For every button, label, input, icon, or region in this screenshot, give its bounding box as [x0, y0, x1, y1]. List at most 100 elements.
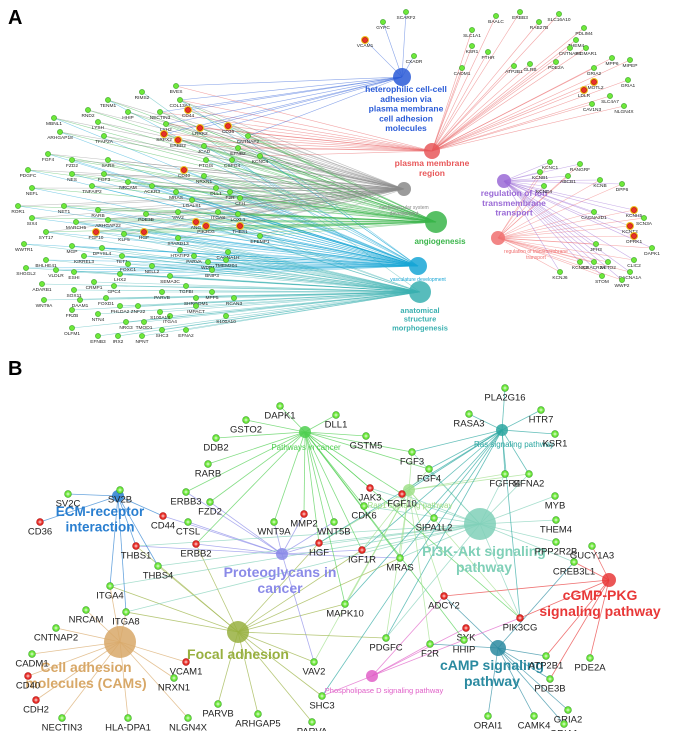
b-gene-label-fgf3: FGF3	[400, 456, 424, 467]
a-gene-label-srpx2: SRPX2	[156, 137, 172, 143]
edge-a-syt17-vasc	[45, 231, 419, 267]
edge-a-amotl2-pmr	[431, 81, 595, 152]
a-gene-label-itga4: ITGA4	[163, 319, 177, 325]
b-gene-label-hgf: HGF	[309, 547, 329, 558]
edge-b-f2r-rap1	[408, 489, 431, 645]
a-gene-label-sema3c: SEMA3C	[160, 279, 180, 285]
edge-a-cacna1h-vasc	[227, 251, 419, 267]
b-gene-core-cdh2	[34, 698, 38, 702]
edge-a-tnfaip2-angio	[91, 185, 437, 223]
edge-a-cacna1a-ion	[503, 180, 631, 273]
edge-a-ptgis-angio	[205, 159, 437, 223]
a-gene-label-fgf10: FGF10	[89, 235, 104, 241]
a-gene-node-nrcam	[125, 179, 131, 185]
a-gene-node-tenm1	[105, 97, 111, 103]
edge-a-olfm1-asm	[71, 291, 421, 329]
a-hub-label-hetero: heterophilic cell-cell	[365, 84, 447, 94]
b-gene-core-thbs1	[134, 544, 138, 548]
edge-a-cracr2a-ion	[503, 180, 595, 263]
a-gene-label-them4: THEM4	[568, 43, 585, 49]
a-gene-node-glrb	[527, 61, 533, 67]
a-gene-label-cd36: CD36	[222, 129, 235, 135]
b-gene-label-mmp2: MMP2	[290, 518, 317, 529]
a-hub-label-ion: transmembrane	[482, 198, 546, 208]
b-gene-core-them4	[554, 518, 558, 522]
a-gene-node-ptgis	[203, 157, 209, 163]
edge-b-pde3b-camp	[497, 647, 551, 680]
a-gene-node-six4	[29, 215, 35, 221]
a-gene-label-pde3b: PDE3B	[138, 217, 154, 223]
a-gene-node-arhgap18	[57, 129, 63, 135]
a-gene-label-cntnap4: CNTNAP4	[559, 51, 582, 57]
a-gene-label-mpp5: MPP5	[205, 295, 218, 301]
b-hub-label-proteo: cancer	[257, 580, 303, 596]
edge-a-clic2-ion	[503, 180, 635, 261]
edge-a-atp2b1-pmr	[431, 65, 515, 152]
edge-a-rab27b-pmr	[431, 21, 540, 152]
a-gene-label-rangrf: RANGRF	[570, 167, 590, 173]
edge-a-neto2-ion	[503, 180, 609, 263]
a-gene-label-nell2: NELL2	[145, 269, 160, 275]
a-gene-node-irx2	[115, 333, 121, 339]
edge-b-pde2a-cgmp	[589, 579, 610, 659]
a-hub-label-hetero: plasma membrane	[369, 104, 444, 114]
edge-a-bves-pmr	[175, 85, 433, 152]
a-gene-label-scarf2: SCARF2	[397, 15, 416, 21]
a-gene-node-syt17	[43, 229, 49, 235]
a-gene-node-kcnk3	[577, 259, 583, 265]
edge-a-kcnc4-cvsd	[259, 155, 405, 190]
b-gene-label-arhgap5: ARHGAP5	[235, 718, 280, 729]
a-gene-label-klf5: KLF5	[118, 237, 130, 243]
edge-b-nlgn4x-cams	[119, 641, 189, 719]
edge-a-jcad-angio	[203, 145, 437, 223]
b-gene-label-jak3: JAK3	[359, 492, 382, 503]
edge-a-nrxn1-cvsd	[203, 175, 405, 190]
edge-b-thbs4-focal	[157, 565, 239, 633]
edge-a-itga8-angio	[217, 211, 437, 223]
a-gene-node-cacna1h	[225, 249, 231, 255]
b-gene-core-adcy2	[442, 594, 446, 598]
edge-a-srpx2-hetero	[163, 76, 403, 135]
a-gene-node-lhx2	[117, 271, 123, 277]
b-gene-core-mmp2	[302, 512, 306, 516]
edge-b-pdgfc-ras	[385, 429, 503, 639]
b-gene-label-ppp2r2b: PPP2R2B	[535, 546, 578, 557]
b-hub-label-cams: Cell adhesion	[40, 659, 131, 675]
a-gene-node-mras	[173, 189, 179, 195]
a-gene-label-nlgn4x: NLGN4X	[614, 109, 634, 115]
a-gene-label-jph3: JPH3	[590, 247, 602, 253]
a-gene-node-dpysl4	[99, 245, 105, 251]
edge-b-ecm-itga4-focal	[109, 585, 239, 633]
edge-b-ecm-itga4-pi3k	[109, 523, 481, 587]
b-gene-label-gsto2: GSTO2	[230, 424, 262, 435]
a-gene-node-efnb3	[95, 333, 101, 339]
a-gene-node-rangrf	[577, 161, 583, 167]
b-gene-label-f2r: F2R	[421, 648, 439, 659]
a-gene-label-cacna1a: CACNA1A	[619, 275, 642, 281]
edge-a-s100a10-asm	[225, 291, 421, 317]
edge-a-cntnap2-angio	[247, 135, 437, 223]
edge-a-cntnap4-pmr	[431, 47, 571, 152]
edge-a-foxc1-vasc	[127, 263, 419, 267]
edge-b-parvb-focal	[217, 631, 239, 705]
b-gene-core-pde2a	[588, 656, 592, 660]
a-gene-label-nrxn1: NRXN1	[196, 179, 213, 185]
b-gene-core-wnt5b	[332, 520, 336, 524]
a-gene-label-ackr3: ACKR3	[144, 189, 160, 195]
edge-a-cacna2d1-rtt	[497, 211, 595, 239]
edge-b-adcy2-pld	[371, 595, 445, 677]
a-gene-node-dpp6	[619, 181, 625, 187]
a-gene-label-sars: SARS	[101, 163, 114, 169]
a-gene-label-tfap2a: TFAP2A	[95, 139, 114, 145]
edge-a-pdlim4-pmr	[431, 27, 585, 152]
b-gene-core-fgf4	[427, 467, 431, 471]
a-gene-node-rnd2	[85, 107, 91, 113]
a-gene-label-shc3: SHC3	[156, 333, 169, 339]
b-gene-label-pik3cg: PIK3CG	[503, 622, 538, 633]
a-gene-node-pthr	[485, 49, 491, 55]
b-gene-label-vav2: VAV2	[303, 666, 326, 677]
a-gene-node-nrxn1	[201, 173, 207, 179]
a-gene-label-cadm1: CADM1	[454, 71, 471, 77]
